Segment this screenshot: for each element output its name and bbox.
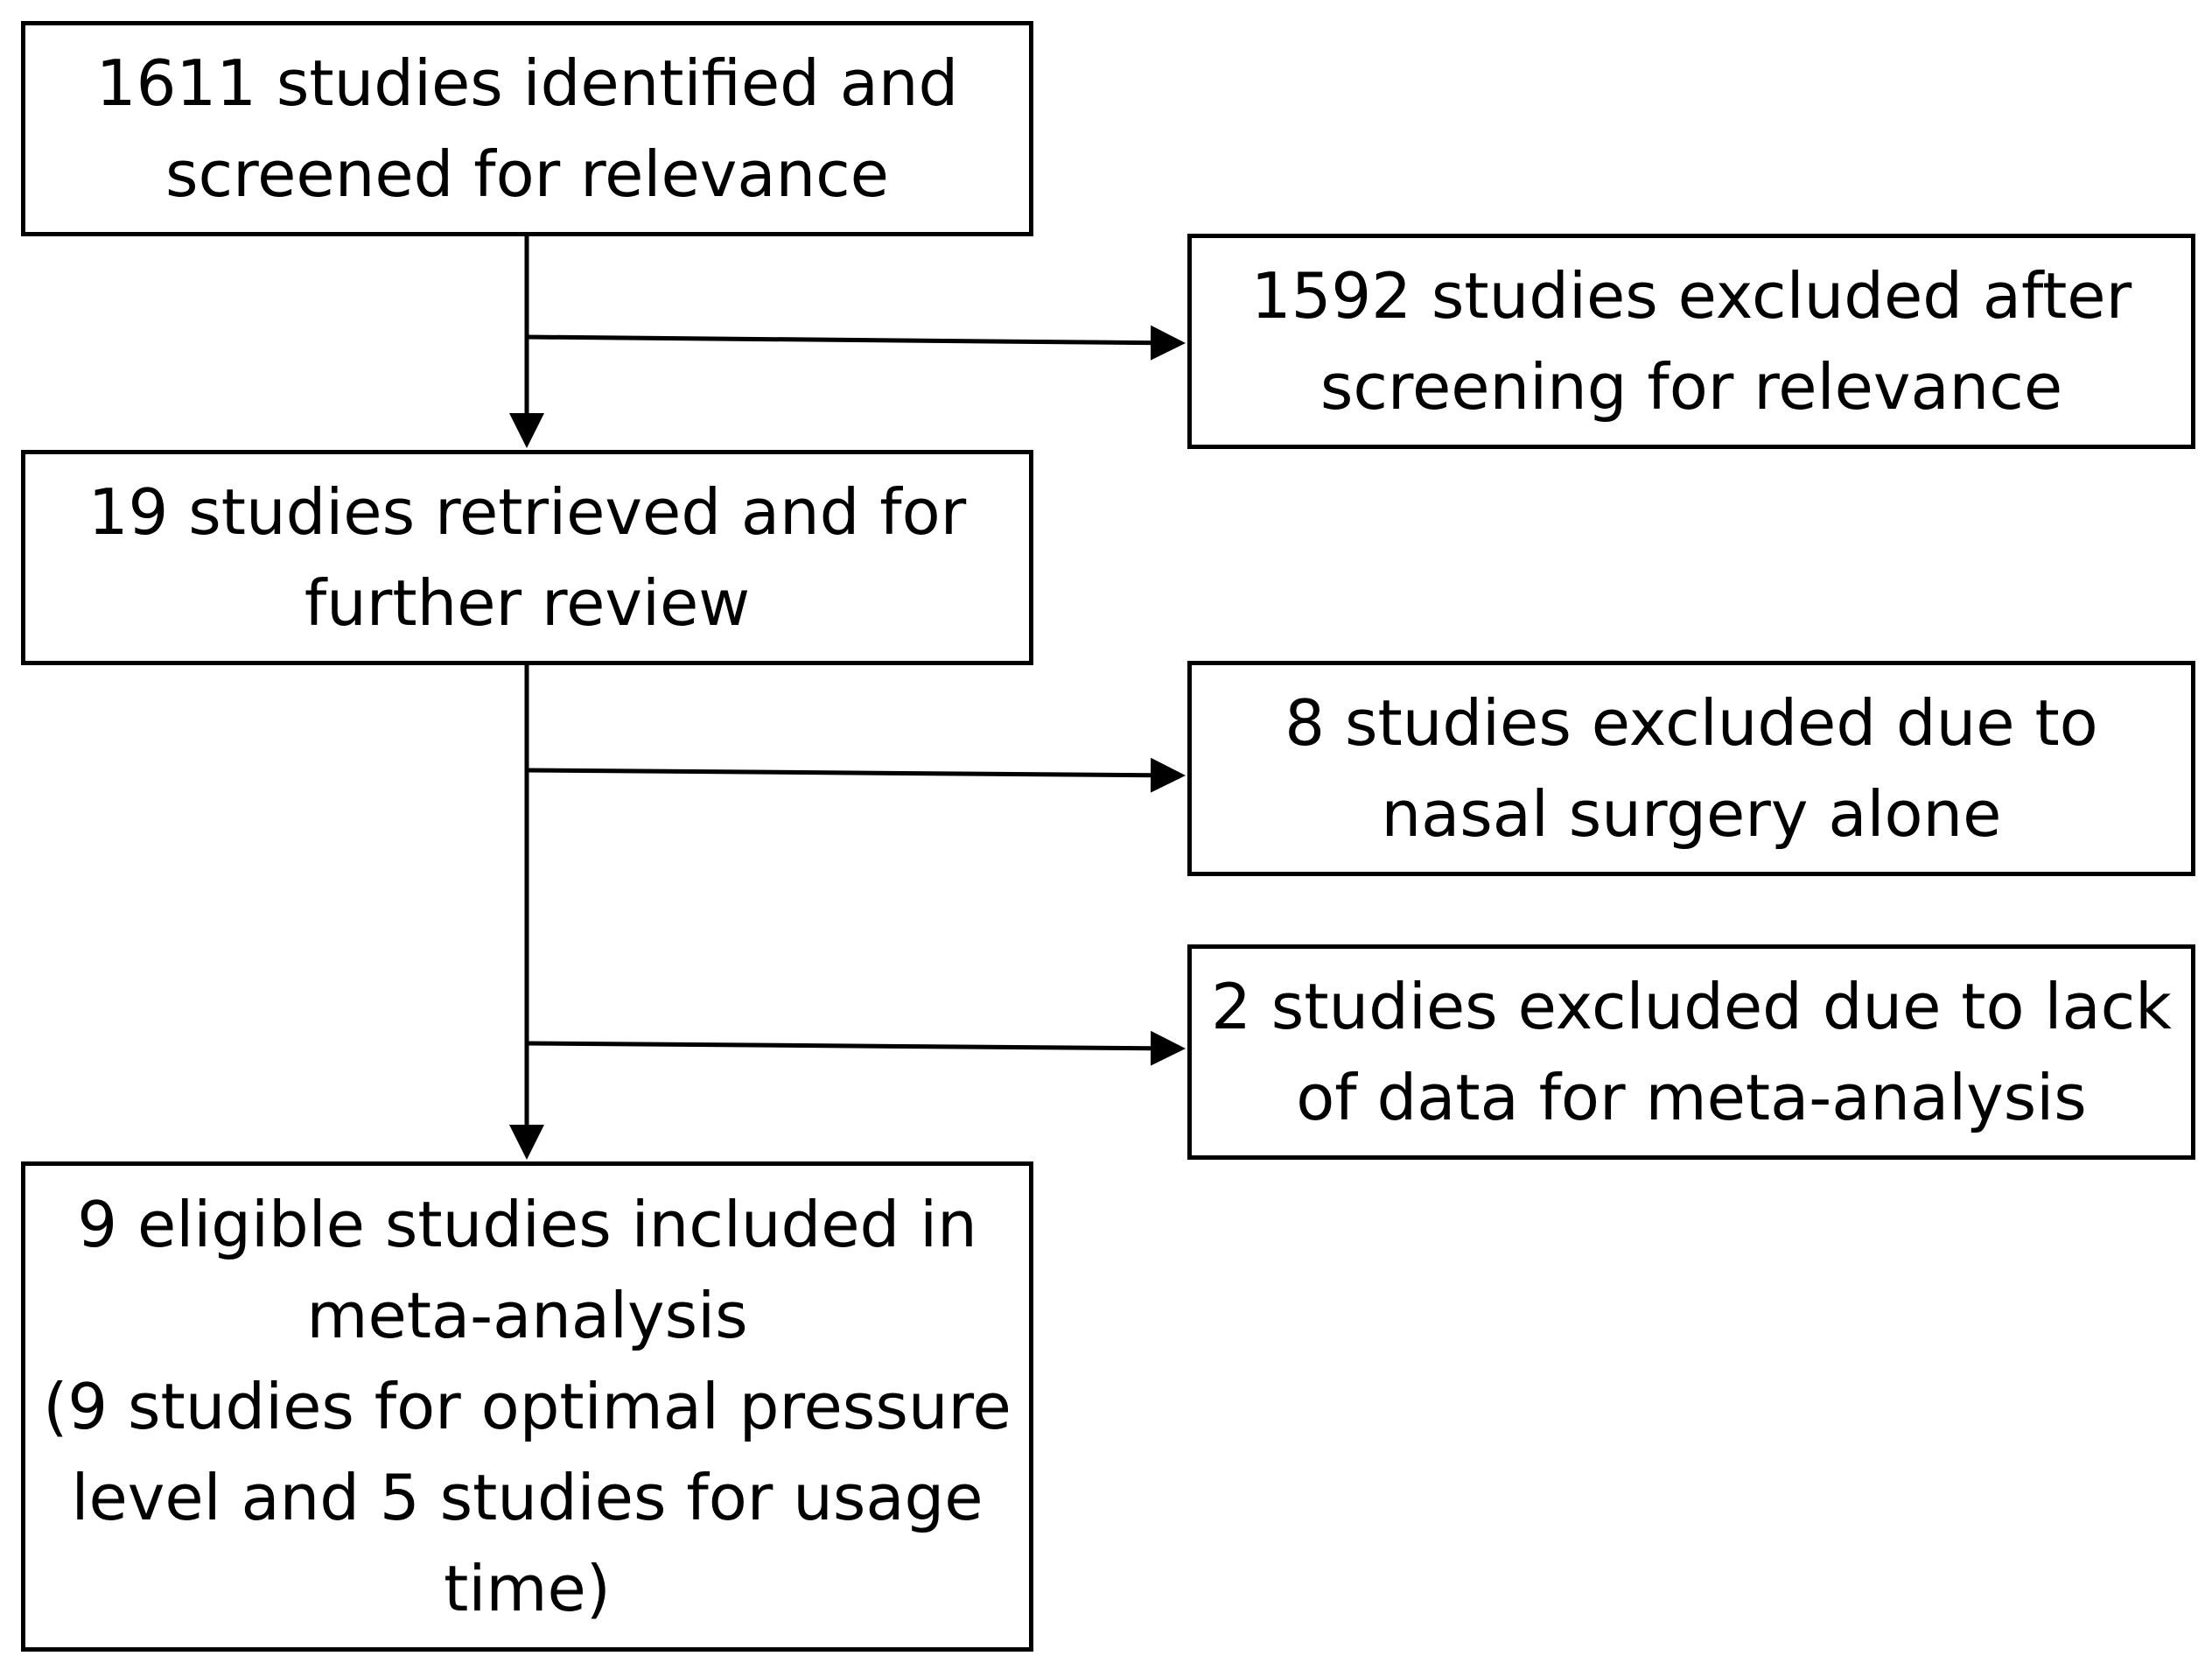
box-excluded-screening-text: 1592 studies excluded after screening fo… bbox=[1250, 259, 2132, 424]
box-excluded-nasal-surgery: 8 studies excluded due to nasal surgery … bbox=[1187, 661, 2195, 876]
box-studies-identified: 1611 studies identified and screened for… bbox=[21, 21, 1033, 236]
arrow-to-excluded-screening bbox=[526, 325, 1186, 361]
box-excluded-nasal-surgery-text: 8 studies excluded due to nasal surgery … bbox=[1284, 686, 2098, 851]
arrow-to-excluded-nasal bbox=[526, 757, 1186, 793]
box-studies-included-text: 9 eligible studies included in meta-anal… bbox=[43, 1188, 1012, 1625]
box-studies-identified-text: 1611 studies identified and screened for… bbox=[95, 46, 959, 211]
arrow-to-excluded-data bbox=[526, 1030, 1186, 1066]
box-studies-retrieved-text: 19 studies retrieved and for further rev… bbox=[88, 475, 967, 640]
box-excluded-screening: 1592 studies excluded after screening fo… bbox=[1187, 234, 2195, 449]
box-studies-included: 9 eligible studies included in meta-anal… bbox=[21, 1161, 1033, 1652]
box-excluded-lack-of-data: 2 studies excluded due to lack of data f… bbox=[1187, 944, 2195, 1160]
box-studies-retrieved: 19 studies retrieved and for further rev… bbox=[21, 450, 1033, 665]
box-excluded-lack-of-data-text: 2 studies excluded due to lack of data f… bbox=[1211, 970, 2172, 1134]
